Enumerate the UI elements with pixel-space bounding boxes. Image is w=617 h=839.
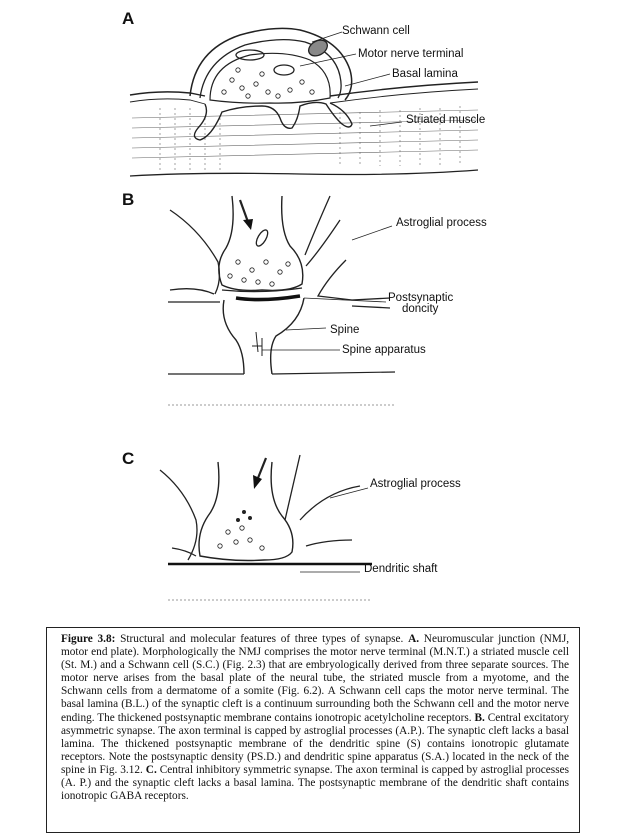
muscle-surface — [129, 81, 479, 97]
basal-lamina-line — [129, 88, 479, 105]
synaptic-vesicles — [221, 67, 315, 99]
mitochondrion — [235, 49, 265, 61]
caption-b-text: Central excitatory asymmetric synapse. T… — [61, 711, 569, 776]
dendritic-spine — [222, 297, 305, 375]
axon-terminal — [198, 461, 294, 562]
leader-schwann-cell — [311, 31, 343, 43]
spine-apparatus — [252, 331, 263, 356]
panel-a-drawing — [129, 27, 479, 177]
leader-astroglial-process — [329, 487, 369, 499]
leader-motor-nerve — [299, 53, 357, 67]
label-dendritic-shaft: Dendritic shaft — [364, 563, 438, 575]
junctional-folds — [193, 101, 353, 141]
label-motor-nerve-terminal: Motor nerve terminal — [358, 48, 464, 60]
dendrite-shaft — [168, 371, 396, 375]
leader-astroglial-process — [351, 225, 393, 241]
caption-c-marker: C. — [145, 763, 157, 776]
schwann-cell-outline — [189, 27, 353, 101]
arrow-icon — [238, 199, 250, 223]
motor-nerve-terminal — [209, 52, 331, 104]
label-postsynaptic-density-line1: Postsynaptic — [388, 292, 454, 304]
schwann-nucleus — [308, 39, 328, 57]
astroglial-process-left — [159, 469, 198, 561]
caption-a-text: Neuromuscular junction (NMJ, motor end p… — [61, 633, 570, 724]
astroglial-process-right — [284, 454, 361, 547]
caption-a-marker: A. — [408, 633, 420, 645]
panel-b-letter: B — [122, 190, 135, 209]
striated-muscle-body — [131, 106, 479, 170]
label-basal-lamina: Basal lamina — [392, 68, 458, 80]
astroglial-process-right — [304, 195, 391, 309]
axon-terminal — [218, 195, 304, 292]
caption-b-marker: B. — [474, 711, 485, 724]
panel-b-drawing — [168, 195, 396, 406]
caption-title: Structural and molecular features of thr… — [120, 633, 404, 645]
panel-c-letter: C — [122, 449, 135, 468]
synaptic-vesicles — [217, 509, 265, 551]
presynaptic-membrane — [221, 287, 303, 293]
muscle-bottom-edge — [129, 169, 479, 177]
mitochondrion — [255, 229, 269, 247]
leader-postsynaptic-density — [303, 297, 387, 303]
arrowhead-icon — [253, 475, 262, 489]
astroglial-process-left — [168, 209, 221, 303]
label-astroglial-process: Astroglial process — [370, 478, 461, 490]
leader-striated-muscle — [369, 121, 403, 127]
figure-drawings — [129, 27, 479, 601]
postsynaptic-density — [235, 294, 301, 302]
panel-c-drawing — [159, 454, 372, 601]
label-schwann-cell: Schwann cell — [342, 25, 410, 37]
panel-a-letter: A — [122, 9, 135, 28]
figure-label: Figure 3.8: — [61, 633, 116, 645]
label-postsynaptic-density-line2: doncity — [402, 303, 439, 315]
label-striated-muscle: Striated muscle — [406, 114, 486, 126]
label-spine-apparatus: Spine apparatus — [342, 344, 426, 356]
label-spine: Spine — [330, 324, 360, 336]
leader-basal-lamina — [344, 73, 391, 87]
figure-caption-box: Figure 3.8: Structural and molecular fea… — [46, 627, 580, 833]
schwann-cell-inner — [199, 38, 342, 99]
leader-spine — [285, 327, 327, 331]
arrow-icon — [256, 457, 268, 479]
figure-caption: Figure 3.8: Structural and molecular fea… — [61, 633, 569, 803]
arrowhead-icon — [243, 219, 253, 230]
synaptic-vesicles — [227, 259, 291, 287]
mitochondrion — [273, 64, 295, 76]
label-astroglial-process: Astroglial process — [396, 217, 487, 229]
caption-c-text: Central inhibitory symmetric synapse. Th… — [61, 763, 569, 803]
